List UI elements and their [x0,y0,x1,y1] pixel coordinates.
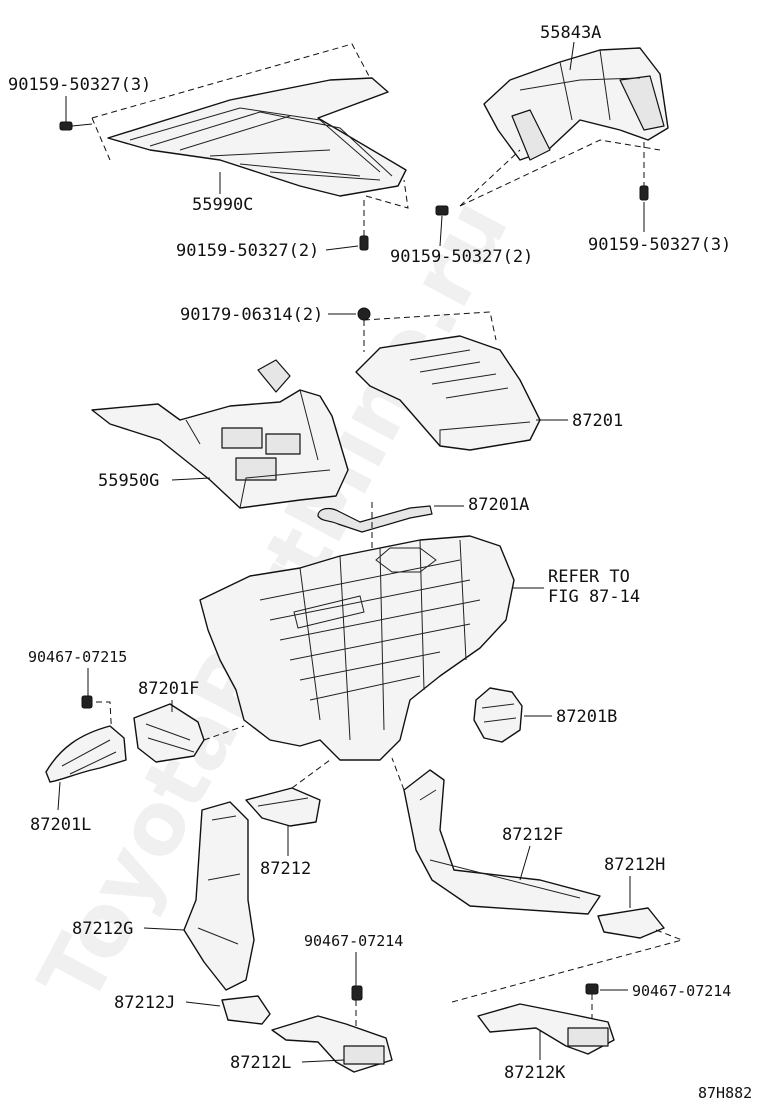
label-90159-50327-2-a: 90159-50327(2) [176,241,319,261]
label-87212h: 87212H [604,855,665,875]
dashed-line-87212 [291,759,331,789]
label-90467-07214-b: 90467-07214 [632,982,731,1000]
label-refer-line1: REFER TO [548,567,630,587]
dashed-line-87201f-unit [203,725,245,741]
label-90467-07215: 90467-07215 [28,648,127,666]
label-87201b: 87201B [556,707,617,727]
label-87212j: 87212J [114,993,175,1013]
part-87212f[interactable] [403,769,601,915]
part-87212l[interactable] [271,1015,393,1073]
label-refer-line2: FIG 87-14 [548,587,640,607]
part-87212[interactable] [245,787,321,827]
part-55990c-cover[interactable] [107,77,407,197]
label-87201f: 87201F [138,679,199,699]
part-55950g-duct[interactable] [91,359,349,509]
label-55843a: 55843A [540,23,601,43]
label-87201l: 87201L [30,815,91,835]
label-87201a: 87201A [468,495,529,515]
dashed-line-87201f [96,701,113,741]
dashed-outline-87201 [363,311,497,352]
dashed-outline-55990c [91,43,409,209]
part-87201f[interactable] [133,703,205,763]
label-55950g: 55950G [98,471,159,491]
bolt-90159-left[interactable] [59,121,93,131]
clip-90467-07215[interactable] [81,695,93,709]
bolt-90159-mid[interactable] [435,205,449,216]
label-87212l: 87212L [230,1053,291,1073]
dashed-outline-55843a [459,139,661,207]
label-87212f: 87212F [502,825,563,845]
label-90159-50327-3-right: 90159-50327(3) [588,235,731,255]
part-hvac-unit[interactable] [199,535,515,761]
label-87212g: 87212G [72,919,133,939]
label-87212: 87212 [260,859,311,879]
bolt-90159-center[interactable] [359,235,369,251]
clip-90179[interactable] [357,307,371,321]
part-87201-cover[interactable] [355,335,541,451]
part-87201a-hose[interactable] [317,505,433,533]
part-87212j[interactable] [221,995,271,1025]
label-90159-50327-3-left: 90159-50327(3) [8,75,151,95]
label-87201: 87201 [572,411,623,431]
part-87201b[interactable] [473,687,523,743]
part-87201l[interactable] [45,725,127,783]
part-55843a-duct[interactable] [483,47,669,161]
part-87212g[interactable] [183,801,255,991]
bolt-90159-right[interactable] [639,185,649,201]
label-90179-06314-2: 90179-06314(2) [180,305,323,325]
label-87212k: 87212K [504,1063,566,1083]
dashed-line-87212f [391,757,405,791]
part-87212k[interactable] [477,1003,615,1055]
figure-code: 87H882 [698,1084,752,1102]
label-90467-07214-a: 90467-07214 [304,932,403,950]
clip-90467-07214-left[interactable] [351,985,363,1001]
label-90159-50327-2-b: 90159-50327(2) [390,247,533,267]
part-87212h[interactable] [597,907,665,939]
clip-90467-07214-right[interactable] [585,983,599,995]
label-55990c: 55990C [192,195,253,215]
